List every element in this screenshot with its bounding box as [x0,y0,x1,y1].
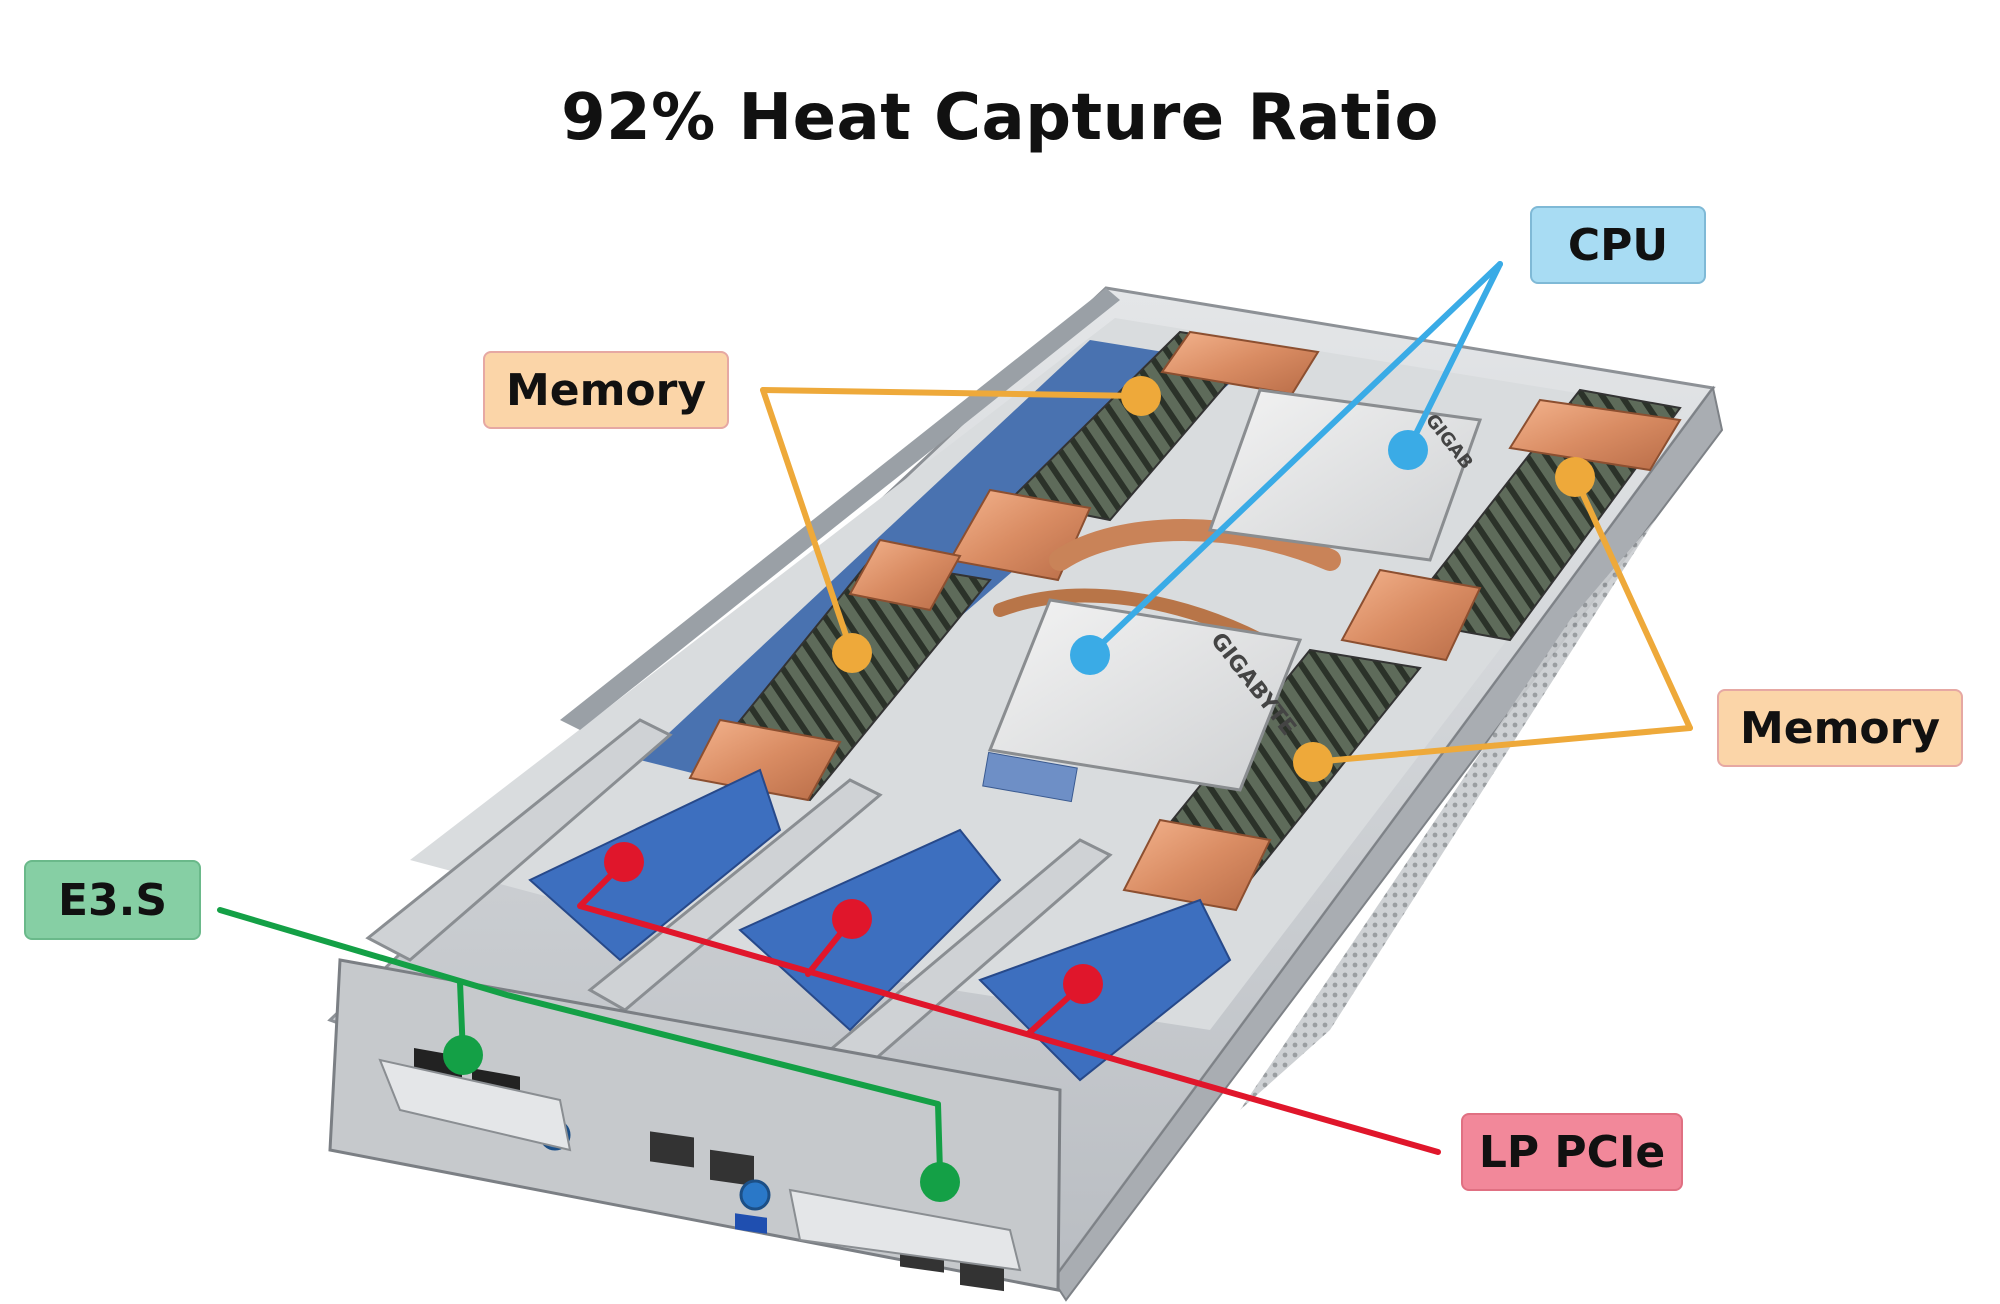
chassis-right-wall [1051,385,1724,1302]
side-vent-mesh [1240,520,1655,1110]
copper-plate-7 [1122,818,1272,912]
lppcie-dot-1 [604,842,644,882]
riser-bracket-2 [587,778,883,1012]
e3s-callout: E3.S [24,860,201,940]
usb-port [735,1213,767,1234]
small-board [982,751,1078,803]
leader-lines [217,261,1693,1175]
copper-pipe [1049,519,1341,571]
page-title: 92% Heat Capture Ratio [561,80,1439,155]
front-io-panel [328,958,1062,1292]
cpu-leader-lower [1087,261,1503,658]
lppcie-dot-3 [1063,964,1103,1004]
e3s-leader-main [217,907,943,1175]
memory-dot-1 [1121,376,1161,416]
cpu-callout: CPU [1530,206,1706,284]
copper-plate-3 [848,538,962,612]
e3s-dot-2 [920,1162,960,1202]
cpu-plate-lower [987,598,1303,792]
lp-pcie-callout: LP PCIe [1461,1113,1683,1191]
memory-right-leader-2 [1310,725,1693,765]
pcie-card-center [738,828,1002,1032]
cpu-dot-lower [1070,635,1110,675]
pull-handle-2 [788,1188,1022,1272]
copper-plate-5 [1508,398,1682,472]
left-rail [560,288,1120,730]
anchor-dots [443,376,1595,1202]
memory-dot-2 [832,633,872,673]
memory-dot-3 [1555,457,1595,497]
memory-callout-right: Memory [1717,689,1963,767]
pull-handle-1 [378,1058,572,1152]
cpu-leader-upper [1405,261,1503,453]
memory-callout-left: Memory [483,351,729,429]
pcie-risers [365,718,1232,1082]
pcie-card-right [978,898,1232,1082]
e3s-dot-1 [443,1035,483,1075]
memory-left-leader-2 [760,387,855,656]
copper-cooling [688,330,1682,912]
lppcie-leader-main [577,859,1441,1155]
copper-pipe-2 [993,588,1267,647]
thumbscrew-2 [739,1179,771,1211]
memory-left-leader-1 [760,387,1144,399]
riser-bracket-1 [365,718,673,962]
memory-right-leader-1 [1572,474,1693,731]
copper-plate-6 [1340,568,1482,662]
lppcie-dot-2 [832,899,872,939]
cpu-dot-upper [1388,430,1428,470]
rj45-port-2 [710,1149,754,1186]
memory-dot-4 [1293,742,1333,782]
rj45-port-1 [650,1131,694,1168]
copper-plate-4 [688,718,842,802]
